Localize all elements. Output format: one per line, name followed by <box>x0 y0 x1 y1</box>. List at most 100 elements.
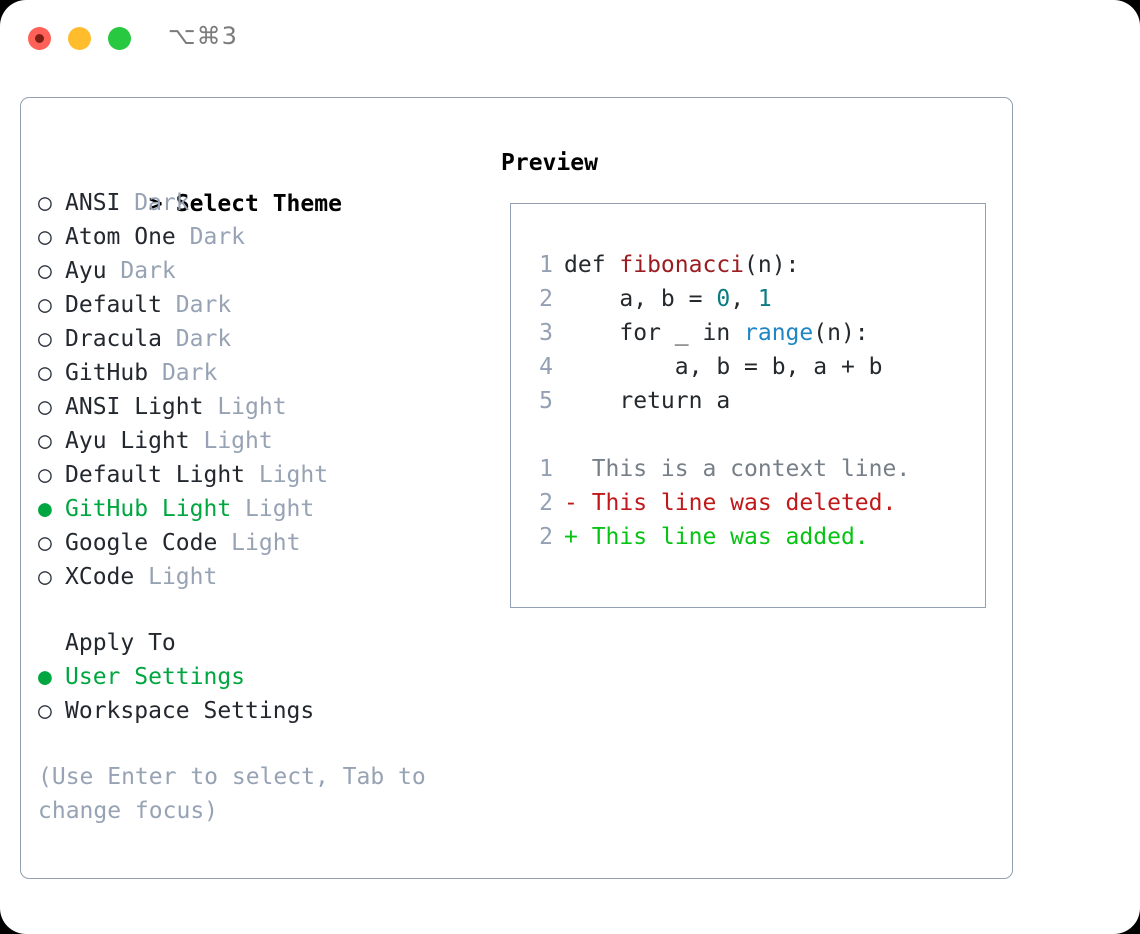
diff-line: 2- This line was deleted. <box>529 486 910 520</box>
theme-list-item[interactable]: ○ GitHub Dark <box>38 356 478 390</box>
theme-item-label: Default Light <box>65 462 246 488</box>
radio-unselected-icon: ○ <box>38 224 52 250</box>
apply-to-list: ● User Settings ○ Workspace Settings <box>38 660 478 728</box>
theme-list-item[interactable]: ○ Default Light Light <box>38 458 478 492</box>
radio-unselected-icon: ○ <box>38 564 52 590</box>
minimize-window-button[interactable] <box>68 27 91 50</box>
radio-selected-icon: ● <box>38 664 52 690</box>
preview-title: Preview <box>501 150 598 176</box>
line-number: 4 <box>539 354 553 380</box>
theme-item-variant: Light <box>134 564 218 590</box>
line-number: 2 <box>539 286 553 312</box>
maximize-window-button[interactable] <box>108 27 131 50</box>
radio-unselected-icon: ○ <box>38 462 52 488</box>
theme-item-variant: Dark <box>120 190 190 216</box>
code-token: - This line was deleted. <box>564 490 897 516</box>
theme-item-variant: Light <box>245 462 329 488</box>
theme-item-label: Ayu Light <box>65 428 190 454</box>
code-token: return a <box>564 388 731 414</box>
theme-list-item[interactable]: ○ Atom One Dark <box>38 220 478 254</box>
line-number: 2 <box>539 524 553 550</box>
theme-list-item[interactable]: ○ Google Code Light <box>38 526 478 560</box>
theme-item-variant: Light <box>217 530 301 556</box>
theme-item-label: Default <box>65 292 162 318</box>
code-token: , <box>730 286 758 312</box>
radio-unselected-icon: ○ <box>38 258 52 284</box>
theme-list-item[interactable]: ○ ANSI Dark <box>38 186 478 220</box>
code-token: + This line was added. <box>564 524 869 550</box>
apply-to-item-label: Workspace Settings <box>65 698 315 724</box>
code-blank-line <box>529 418 910 452</box>
line-number: 5 <box>539 388 553 414</box>
line-number: 1 <box>539 252 553 278</box>
code-line: 5 return a <box>529 384 910 418</box>
theme-list-item[interactable]: ○ Ayu Light Light <box>38 424 478 458</box>
theme-item-variant: Light <box>203 394 287 420</box>
theme-list-item[interactable]: ○Default Dark <box>38 288 478 322</box>
line-number: 3 <box>539 320 553 346</box>
theme-item-label: Atom One <box>65 224 176 250</box>
code-token: This is a context line. <box>564 456 911 482</box>
diff-line: 2 + This line was added. <box>529 520 910 554</box>
code-line: 4 a, b = b, a + b <box>529 350 910 384</box>
theme-item-variant: Light <box>189 428 273 454</box>
radio-unselected-icon: ○ <box>38 530 52 556</box>
settings-panel: >Select Theme ○ ANSI Dark ○ Atom One Dark ○ A… <box>20 97 1013 879</box>
apply-to-item[interactable]: ○ Workspace Settings <box>38 694 478 728</box>
theme-item-label: XCode <box>65 564 135 590</box>
theme-item-variant: Light <box>231 496 315 522</box>
theme-list-item[interactable]: ○ XCode Light <box>38 560 478 594</box>
radio-unselected-icon: ○ <box>38 394 52 420</box>
code-token: def <box>564 252 620 278</box>
radio-unselected-icon: ○ <box>38 698 52 724</box>
theme-item-variant: Dark <box>161 292 232 318</box>
radio-unselected-icon: ○ <box>38 428 52 454</box>
theme-item-label: Google Code <box>65 530 218 556</box>
theme-item-label: Ayu <box>65 258 107 284</box>
code-token: fibonacci <box>619 252 745 278</box>
theme-list-item[interactable]: ● GitHub Light Light <box>38 492 478 526</box>
radio-unselected-icon: ○ <box>38 326 52 352</box>
diff-line: 1 This is a context line. <box>529 452 910 486</box>
keyboard-shortcut-label: ⌥⌘3 <box>168 22 238 50</box>
theme-item-variant: Dark <box>175 224 246 250</box>
theme-list-item[interactable]: ○ Ayu Dark <box>38 254 478 288</box>
theme-item-label: Dracula <box>65 326 162 352</box>
code-token: (n): <box>744 252 800 278</box>
theme-item-variant: Dark <box>106 258 176 284</box>
apply-to-item-label: User Settings <box>65 664 246 690</box>
theme-list-item[interactable]: ○ ANSI Light Light <box>38 390 478 424</box>
code-token: a, b = <box>564 286 717 312</box>
code-token: a, b = b, a + b <box>564 354 883 380</box>
theme-selection-column: >Select Theme ○ ANSI Dark ○ Atom One Dark ○ A… <box>38 150 478 828</box>
theme-item-label: GitHub Light <box>65 496 232 522</box>
radio-unselected-icon: ○ <box>38 360 52 386</box>
code-line: 1 def fibonacci(n): <box>529 248 910 282</box>
theme-list: ○ANSI Dark○Atom One Dark○Ayu Dark○Defaul… <box>38 186 478 594</box>
line-number: 1 <box>539 456 553 482</box>
apply-to-header: Apply To <box>65 630 176 656</box>
code-token: 1 <box>757 286 772 312</box>
close-icon <box>35 34 44 43</box>
theme-item-label: GitHub <box>65 360 149 386</box>
apply-to-item[interactable]: ● User Settings <box>38 660 478 694</box>
code-token: 0 <box>716 286 731 312</box>
title-bar: ⌥⌘3 <box>0 0 1140 76</box>
radio-unselected-icon: ○ <box>38 190 52 216</box>
code-token: (n): <box>813 320 869 346</box>
theme-item-variant: Dark <box>148 360 218 386</box>
code-line: 2 a, b = 0, 1 <box>529 282 910 316</box>
code-token: for _ in <box>564 320 745 346</box>
hint-text: (Use Enter to select, Tab to change focu… <box>38 764 426 824</box>
caret-icon: > <box>148 191 163 217</box>
theme-list-item[interactable]: ○ Dracula Dark <box>38 322 478 356</box>
theme-list-header: >Select Theme <box>38 150 478 217</box>
theme-item-label: ANSI <box>65 190 121 216</box>
code-line: 3 for _ in range(n): <box>529 316 910 350</box>
theme-item-label: ANSI Light <box>65 394 204 420</box>
radio-selected-icon: ● <box>38 496 52 522</box>
theme-item-variant: Dark <box>161 326 232 352</box>
